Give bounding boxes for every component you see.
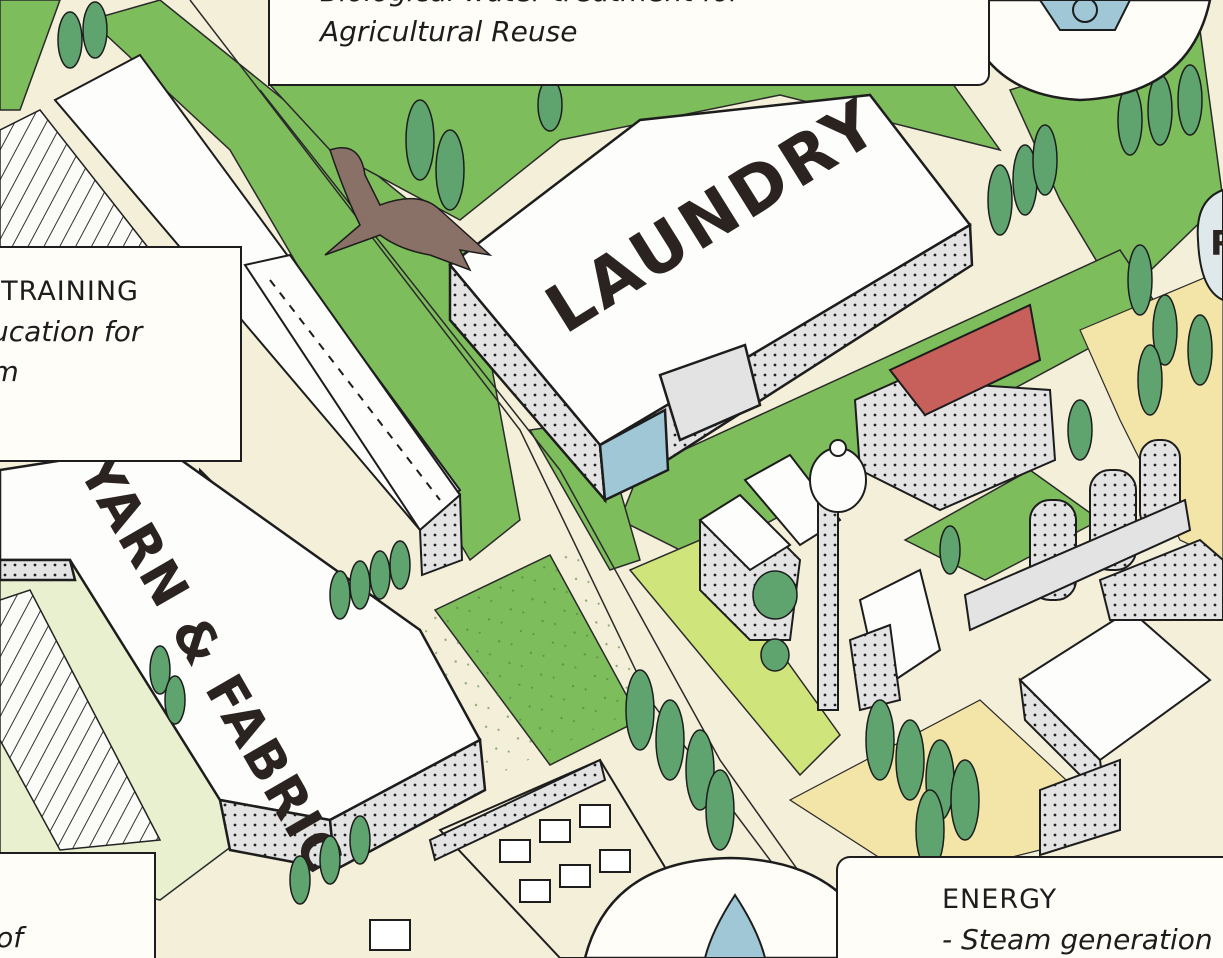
parking-lot-left: [0, 589, 162, 851]
industrial-cluster: [698, 303, 1057, 712]
callout-energy-line-2: - Steam generation: [942, 923, 1213, 956]
bird-icon: [324, 147, 493, 272]
laundry-building: [448, 93, 974, 504]
callout-bottom-left-line: e of: [0, 921, 24, 954]
right-residential-blocks: [1018, 538, 1223, 857]
callout-water-line-1: Biological water treatment for: [320, 0, 988, 12]
callout-water-treatment: Biological water treatment for Agricultu…: [268, 0, 990, 86]
callout-training-heading: AL TRAINING: [0, 276, 139, 307]
callout-bottom-left: e of: [0, 852, 156, 958]
edge-letter-label: R: [1210, 224, 1223, 264]
water-tower-icon: R: [1196, 188, 1223, 302]
silos: [963, 439, 1192, 632]
water-tower: [809, 439, 867, 711]
callout-energy: ENERGY - Steam generation: [836, 856, 1223, 958]
yarn-fabric-building: [0, 443, 487, 872]
callout-training-line-3: num: [0, 352, 240, 392]
callout-training-line-2: education for: [0, 315, 143, 348]
callout-energy-heading: ENERGY: [942, 884, 1058, 915]
callout-training: AL TRAINING education for num: [0, 246, 242, 462]
trees: [57, 1, 1213, 905]
callout-water-line-2: Agricultural Reuse: [320, 15, 578, 48]
water-drop-icon: [583, 856, 882, 958]
